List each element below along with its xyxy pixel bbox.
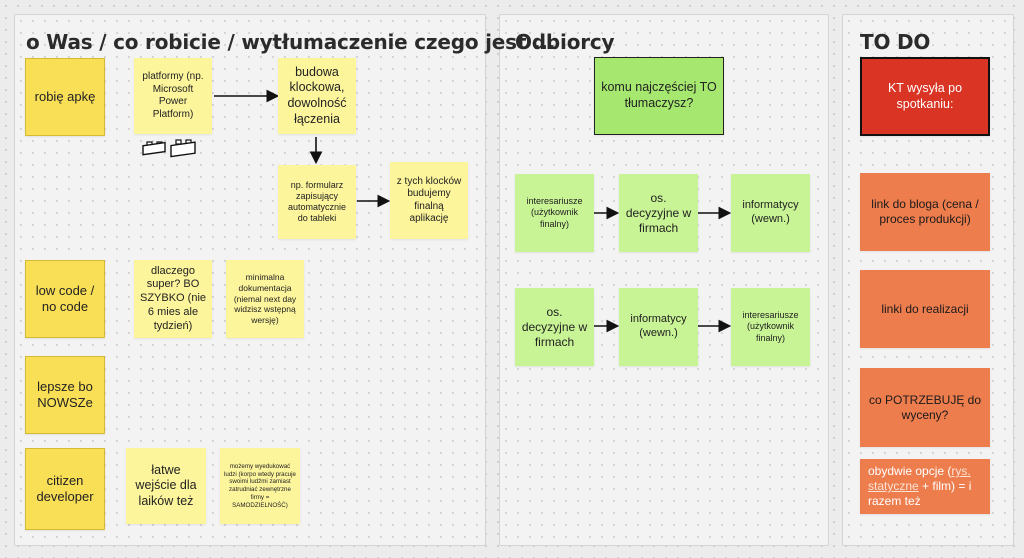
note-text: os. decyzyjne w firmach (521, 304, 588, 349)
note-text: os. decyzyjne w firmach (625, 190, 692, 235)
note-formularz[interactable]: np. formularz zapisujący automatycznie d… (278, 165, 356, 239)
note-text: co POTRZEBUJĘ do wyceny? (868, 392, 982, 422)
note-dlaczego[interactable]: dlaczego super? BO SZYBKO (nie 6 mies al… (134, 260, 212, 338)
note-minimalna[interactable]: minimalna dokumentacja (niemal next day … (226, 260, 304, 338)
note-lepsze[interactable]: lepsze bo NOWSZe (25, 356, 105, 434)
note-r2-informatycy[interactable]: informatycy (wewn.) (619, 288, 698, 366)
note-text: dlaczego super? BO SZYBKO (nie 6 mies al… (139, 264, 207, 332)
note-text: np. formularz zapisujący automatycznie d… (287, 179, 347, 224)
note-text: budowa klockowa, dowolność łączenia (287, 64, 347, 126)
note-platformy[interactable]: platformy (np. Microsoft Power Platform) (134, 58, 212, 134)
note-text: citizen developer (36, 472, 94, 504)
note-r2-decyzyjne[interactable]: os. decyzyjne w firmach (515, 288, 594, 366)
obydwie-text-pre: obydwie opcje ( (868, 464, 952, 478)
obydwie-text-post: + film) = i razem też (868, 479, 972, 508)
note-z-tych[interactable]: z tych klocków budujemy finalną aplikacj… (390, 162, 468, 239)
note-text: możemy wyedukować ludzi (korpo wtedy pra… (224, 462, 296, 509)
note-kt-wysyla[interactable]: KT wysyła po spotkaniu: (860, 57, 990, 136)
main-frame-title: o Was / co robicie / wytłumaczenie czego… (26, 30, 556, 54)
note-text: KT wysyła po spotkaniu: (887, 80, 963, 111)
note-obydwie-opcje[interactable]: obydwie opcje (rys. statyczne + film) = … (860, 459, 990, 514)
note-co-potrzebuje[interactable]: co POTRZEBUJĘ do wyceny? (860, 368, 990, 447)
odbiorcy-frame-title: Odbiorcy (515, 30, 615, 54)
rys-statyczne-link[interactable]: rys. statyczne (868, 464, 971, 493)
note-mozemy[interactable]: możemy wyedukować ludzi (korpo wtedy pra… (220, 448, 300, 524)
note-citizen[interactable]: citizen developer (25, 448, 105, 530)
note-latwe[interactable]: łatwe wejście dla laików też (126, 448, 206, 524)
note-question[interactable]: komu najczęściej TO tłumaczysz? (594, 57, 724, 135)
note-text: minimalna dokumentacja (niemal next day … (233, 272, 297, 325)
lego-brick-icon (142, 141, 166, 156)
note-robie-apke[interactable]: robię apkę (25, 58, 105, 136)
note-r1-informatycy[interactable]: informatycy (wewn.) (731, 174, 810, 252)
note-text: lepsze bo NOWSZe (37, 378, 93, 410)
note-text: linki do realizacji (881, 301, 969, 316)
note-link-bloga[interactable]: link do bloga (cena / proces produkcji) (860, 173, 990, 251)
note-text: komu najczęściej TO tłumaczysz? (601, 80, 717, 110)
note-text: robię apkę (34, 88, 96, 104)
todo-frame-title: TO DO (860, 30, 931, 54)
note-text: z tych klocków budujemy finalną aplikacj… (396, 175, 462, 225)
note-budowa[interactable]: budowa klockowa, dowolność łączenia (278, 58, 356, 134)
note-text: link do bloga (cena / proces produkcji) (871, 197, 979, 226)
note-low-code[interactable]: low code / no code (25, 260, 105, 338)
note-text: low code / no code (35, 282, 95, 314)
note-r1-interesariusze[interactable]: interesariusze (użytkownik finalny) (515, 174, 594, 252)
note-text: informatycy (wewn.) (742, 199, 799, 225)
note-r2-interesariusze[interactable]: interesariusze (użytkownik finalny) (731, 288, 810, 366)
note-text: platformy (np. Microsoft Power Platform) (142, 71, 204, 120)
lego-brick-icon (170, 139, 196, 158)
note-r1-decyzyjne[interactable]: os. decyzyjne w firmach (619, 174, 698, 252)
note-linki-realizacji[interactable]: linki do realizacji (860, 270, 990, 348)
note-text: łatwe wejście dla laików też (135, 462, 197, 508)
note-text: informatycy (wewn.) (630, 313, 687, 339)
note-text: obydwie opcje (rys. statyczne + film) = … (868, 464, 982, 509)
note-text: interesariusze (użytkownik finalny) (742, 310, 799, 343)
note-text: interesariusze (użytkownik finalny) (526, 196, 583, 229)
